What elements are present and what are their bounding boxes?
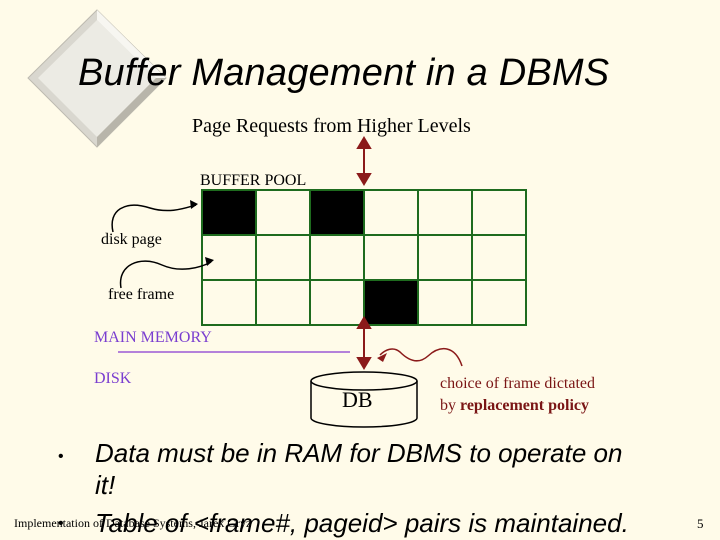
buffer-pool-grid: [201, 189, 527, 326]
slide-title: Buffer Management in a DBMS: [78, 52, 610, 94]
page-request-arrow: [356, 136, 372, 186]
buffer-frame: [309, 279, 365, 326]
buffer-frame: [417, 279, 473, 326]
replacement-policy-note: choice of frame dictated by replacement …: [440, 373, 595, 417]
buffer-frame: [471, 279, 527, 326]
disk-io-arrow: [356, 316, 372, 370]
main-memory-label: MAIN MEMORY: [94, 329, 212, 346]
bullet-marker: •: [58, 515, 64, 532]
db-cylinder: [310, 371, 418, 428]
buffer-pool-label: BUFFER POOL: [200, 172, 307, 189]
free-frame-arrowhead: [205, 257, 214, 266]
replacement-pointer: [379, 348, 463, 367]
replacement-arrowhead: [377, 353, 387, 362]
buffer-frame: [201, 279, 257, 326]
buffer-frame: [201, 234, 257, 281]
buffer-frame: [417, 234, 473, 281]
bullet-marker: •: [58, 448, 64, 465]
bullet-2: Table of <frame#, pageid> pairs is maint…: [95, 508, 629, 538]
choice-line-2: by replacement policy: [440, 395, 595, 417]
bullet-1-line-2: it!: [95, 470, 116, 500]
buffer-frame: [255, 279, 311, 326]
choice-by: by: [440, 397, 460, 414]
buffer-frame-occupied: [309, 189, 365, 236]
buffer-frame: [255, 234, 311, 281]
choice-line-1: choice of frame dictated: [440, 375, 596, 392]
free-frame-pointer: [119, 260, 212, 289]
buffer-frame: [363, 189, 419, 236]
buffer-frame: [417, 189, 473, 236]
footer-text: Implementation of Database Systems, Jare…: [14, 516, 252, 530]
free-frame-label: free frame: [108, 286, 175, 303]
buffer-frame-occupied: [363, 279, 419, 326]
bullet-1-line-1: Data must be in RAM for DBMS to operate …: [95, 438, 623, 468]
buffer-frame-occupied: [201, 189, 257, 236]
buffer-frame: [255, 189, 311, 236]
buffer-frame: [471, 234, 527, 281]
db-label: DB: [342, 387, 373, 412]
disk-page-pointer: [111, 204, 197, 233]
page-requests-label: Page Requests from Higher Levels: [192, 115, 471, 137]
disk-page-label: disk page: [101, 231, 162, 248]
disk-label: DISK: [94, 370, 132, 387]
diamond-logo: [27, 9, 167, 148]
buffer-frame: [471, 189, 527, 236]
buffer-frame: [363, 234, 419, 281]
page-number: 5: [697, 516, 704, 531]
buffer-frame: [309, 234, 365, 281]
disk-page-arrowhead: [190, 200, 198, 209]
replacement-policy-term: replacement policy: [460, 397, 590, 414]
